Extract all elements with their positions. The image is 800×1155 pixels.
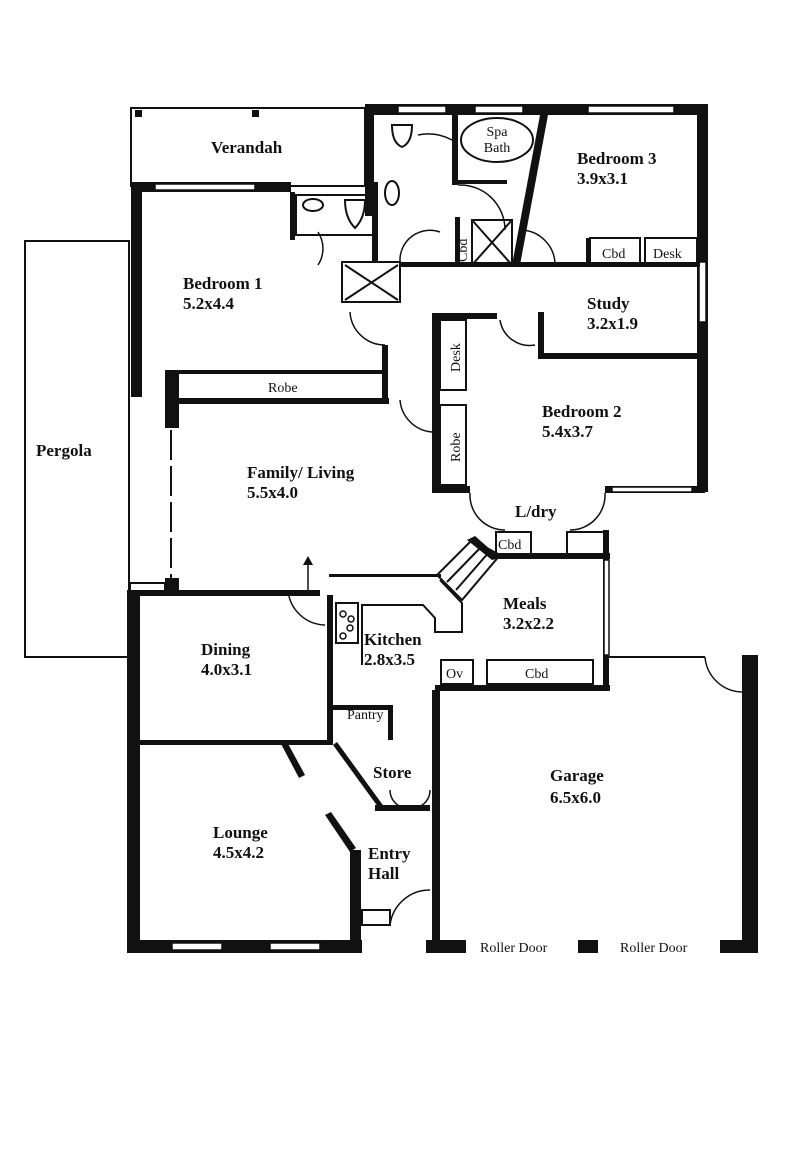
meals-size: 3.2x2.2 — [503, 614, 554, 633]
basin-icon — [384, 180, 400, 206]
roller-door-label: Roller Door — [480, 941, 548, 956]
spa-bath — [460, 117, 534, 163]
pantry-label: Pantry — [347, 708, 384, 723]
garage-size: 6.5x6.0 — [550, 788, 601, 807]
kitchen-size: 2.8x3.5 — [364, 650, 415, 669]
oven-label: Ov — [446, 667, 463, 682]
study-size: 3.2x1.9 — [587, 314, 638, 333]
meals-label: Meals — [503, 594, 547, 613]
basin-icon — [302, 198, 324, 212]
garage-label: Garage — [550, 766, 604, 785]
doors — [287, 133, 743, 926]
bath-label: Bath — [484, 141, 510, 156]
verandah-post — [252, 110, 259, 117]
family-label: Family/ Living — [247, 463, 355, 482]
bedroom2-size: 5.4x3.7 — [542, 422, 594, 441]
lounge-label: Lounge — [213, 823, 268, 842]
cbd-label: Cbd — [602, 247, 625, 262]
verandah-label: Verandah — [211, 138, 283, 157]
robe-label: Robe — [268, 381, 298, 396]
bedroom1-size: 5.2x4.4 — [183, 294, 235, 313]
dining-label: Dining — [201, 640, 251, 659]
toilet-icon — [390, 124, 414, 149]
robe-label: Robe — [449, 432, 464, 462]
bedroom3-size: 3.9x3.1 — [577, 169, 628, 188]
entry-label: Entry — [368, 844, 411, 863]
store-label: Store — [373, 763, 412, 782]
bedroom1-label: Bedroom 1 — [183, 274, 263, 293]
hall-label: Hall — [368, 864, 399, 883]
bedroom2-label: Bedroom 2 — [542, 402, 622, 421]
dining-size: 4.0x3.1 — [201, 660, 252, 679]
pergola-label: Pergola — [36, 441, 92, 460]
cbd-label: Cbd — [456, 239, 471, 262]
roller-door-label: Roller Door — [620, 941, 688, 956]
verandah-post — [135, 110, 142, 117]
cbd-label: Cbd — [498, 538, 521, 553]
lounge-size: 4.5x4.2 — [213, 843, 264, 862]
desk-label: Desk — [449, 343, 464, 372]
kitchen-label: Kitchen — [364, 630, 422, 649]
bedroom3-label: Bedroom 3 — [577, 149, 657, 168]
toilet-icon — [343, 199, 367, 230]
pergola-outline — [24, 240, 130, 658]
spa-label: Spa — [487, 125, 509, 140]
desk-label: Desk — [653, 247, 682, 262]
study-label: Study — [587, 294, 630, 313]
walls — [127, 104, 758, 953]
laundry-label: L/dry — [515, 502, 557, 521]
family-size: 5.5x4.0 — [247, 483, 298, 502]
cbd-label: Cbd — [525, 667, 548, 682]
